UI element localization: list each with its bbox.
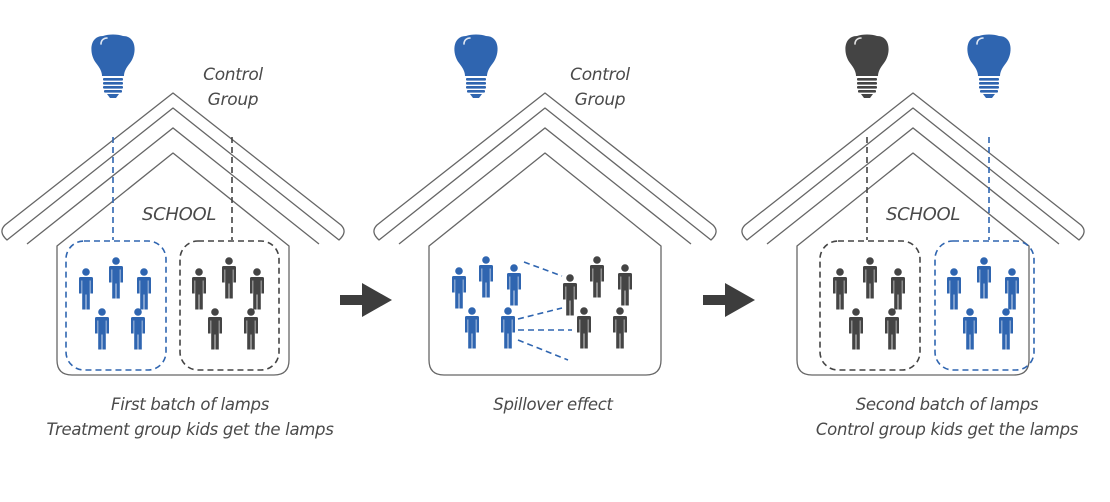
school-house-1 [1, 92, 345, 376]
building-wall [796, 152, 1030, 376]
roof-inner [766, 127, 1060, 245]
control-group-box [179, 240, 280, 371]
caption-first-batch: First batch of lamps Treatment group kid… [10, 392, 370, 442]
caption-spillover: Spillover effect [373, 392, 733, 417]
school-label-1: SCHOOL [142, 204, 217, 225]
treatment-group-box [934, 240, 1035, 371]
light-bulb-blue-icon [453, 33, 499, 99]
caption-line: Control group kids get the lamps [815, 420, 1079, 439]
school-house-2 [373, 92, 717, 376]
roof [373, 92, 717, 241]
light-bulb-dark-icon [844, 33, 890, 99]
light-bulb-blue-icon [966, 33, 1012, 99]
label-line: Control [570, 65, 630, 85]
building-wall [56, 152, 290, 376]
roof [1, 92, 345, 241]
label-line: Group [207, 90, 259, 110]
roof-inner [26, 127, 320, 245]
caption-line: Second batch of lamps [855, 395, 1039, 414]
light-bulb-blue-icon [90, 33, 136, 99]
roof-inner [398, 127, 692, 245]
caption-line: First batch of lamps [111, 395, 269, 414]
school-label-3: SCHOOL [886, 204, 961, 225]
spillover-link [517, 339, 569, 361]
label-line: Group [574, 90, 626, 110]
treatment-group-box [65, 240, 167, 371]
caption-second-batch: Second batch of lamps Control group kids… [767, 392, 1110, 442]
caption-line: Spillover effect [493, 395, 613, 414]
roof [741, 92, 1085, 241]
label-line: Control [203, 65, 263, 85]
control-group-box [819, 240, 921, 371]
building-wall [428, 152, 662, 376]
spillover-link [523, 261, 563, 277]
caption-line: Treatment group kids get the lamps [46, 420, 334, 439]
control-group-label-2: Control Group [545, 63, 655, 113]
control-group-label-1: Control Group [178, 63, 288, 113]
spillover-link [517, 307, 563, 320]
school-house-3 [741, 92, 1085, 376]
right-arrow-icon [703, 283, 755, 317]
right-arrow-icon [340, 283, 392, 317]
